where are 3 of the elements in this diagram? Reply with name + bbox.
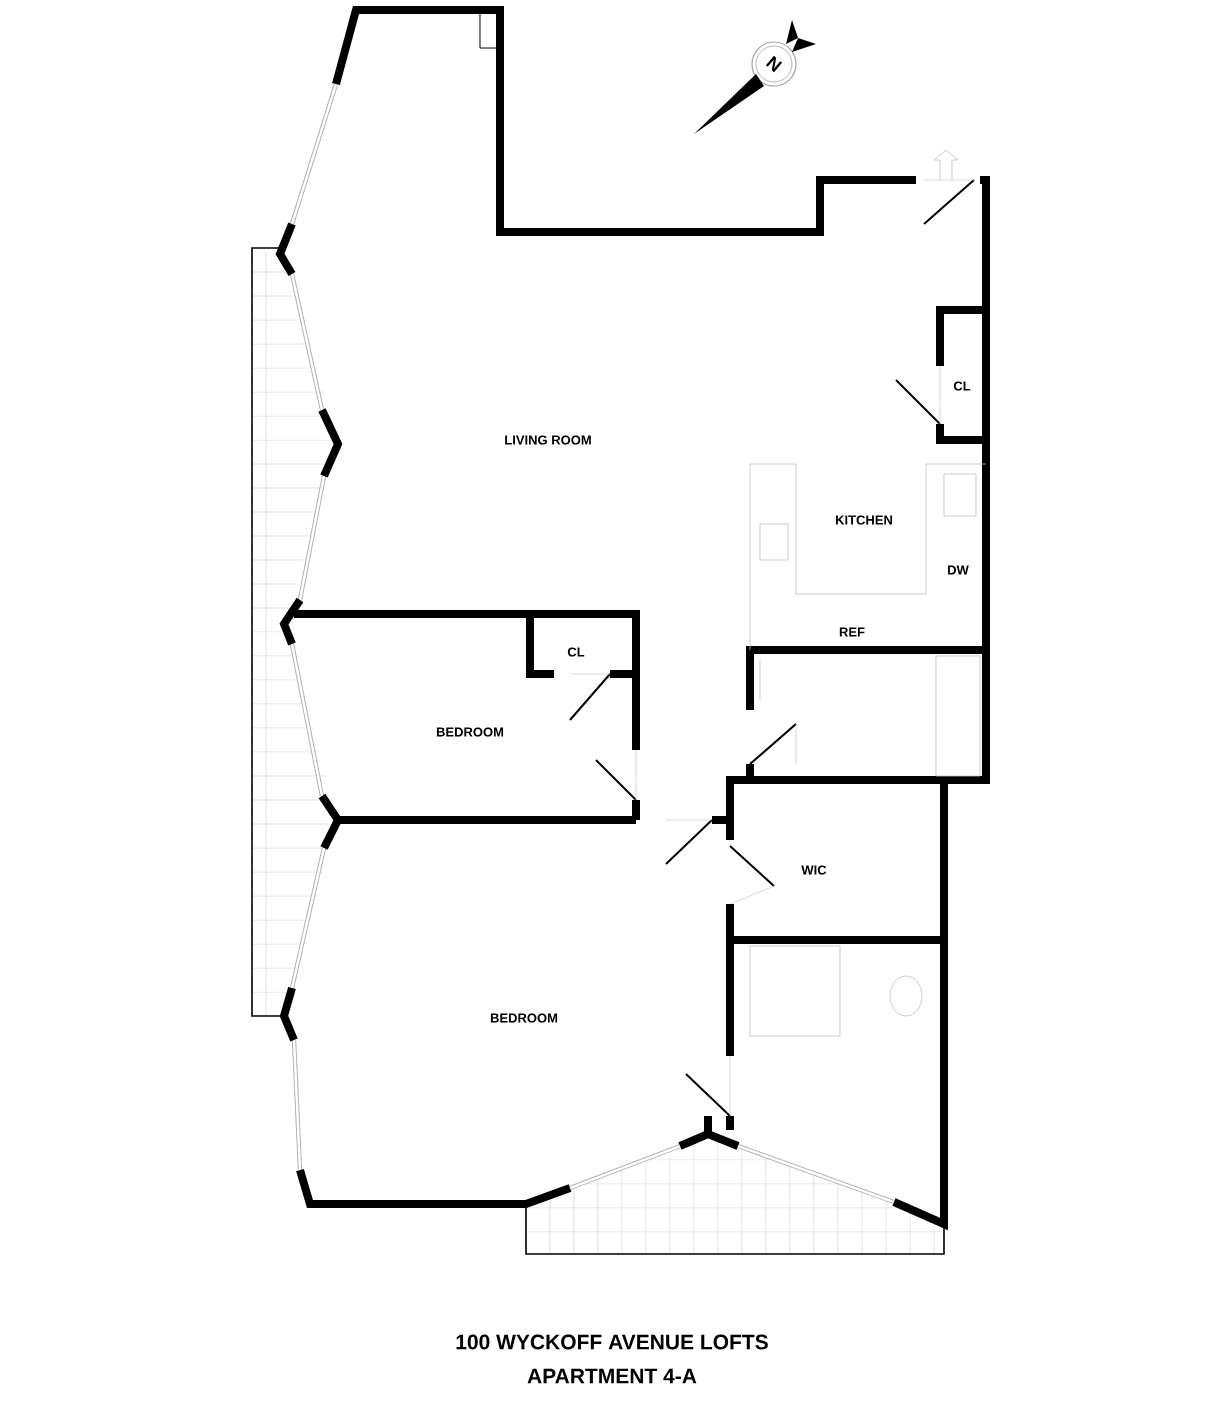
plan-title: 100 WYCKOFF AVENUE LOFTS [456,1334,768,1350]
compass-letter: N [765,55,783,73]
plan-caption: APARTMENT 4-A [527,1368,697,1384]
